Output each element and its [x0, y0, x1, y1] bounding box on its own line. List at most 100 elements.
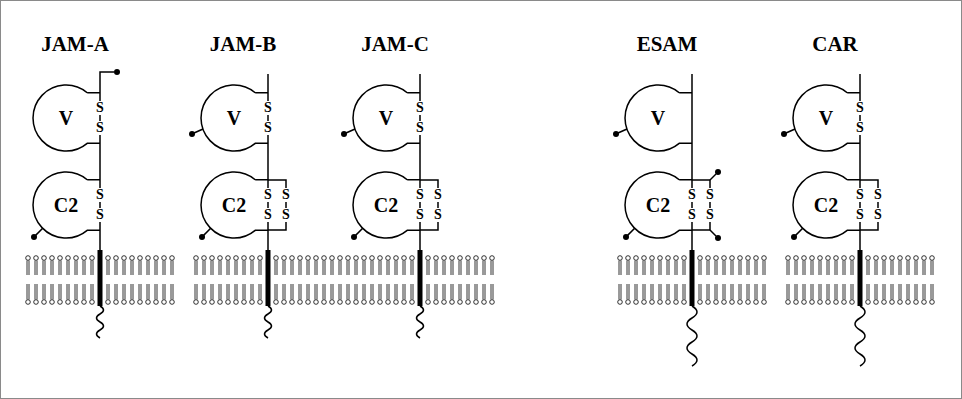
- disulfide-loop: [860, 180, 878, 230]
- domain-loop: [625, 170, 692, 240]
- membranes: [24, 255, 936, 305]
- glycan-dot: [715, 235, 721, 241]
- molecule-name: JAM-C: [361, 33, 429, 56]
- constant-domain: C2: [199, 170, 269, 240]
- transmembrane-segment: [418, 250, 423, 306]
- domain-label: C2: [646, 195, 670, 215]
- variable-domain: V: [199, 83, 269, 153]
- glycan-stem: [628, 228, 635, 235]
- glycan-dots: [31, 69, 797, 241]
- domain-label: V: [379, 108, 393, 128]
- stalk: [267, 240, 269, 250]
- lipid-leaflet: [272, 283, 344, 305]
- transmembrane-segment: [98, 250, 103, 306]
- cytoplasmic-tails: [97, 306, 866, 366]
- molecule-name: ESAM: [637, 33, 698, 56]
- domain-label: C2: [222, 195, 246, 215]
- lipid-leaflet: [24, 255, 96, 277]
- disulfide-loop: [420, 180, 438, 230]
- domain-loop: [793, 170, 860, 240]
- constant-domain: C2: [791, 170, 861, 240]
- variable-domain: V: [791, 83, 861, 153]
- glycan-dot: [613, 131, 619, 137]
- domain-loop: [353, 83, 420, 153]
- lipid-leaflet: [344, 283, 416, 305]
- lipid-leaflet: [784, 255, 856, 277]
- stalk: [99, 240, 101, 250]
- cytoplasmic-tail: [417, 306, 424, 338]
- disulfide-loop: [692, 180, 710, 230]
- lipid-leaflet: [864, 283, 936, 305]
- glycan-stem: [710, 230, 716, 236]
- sulfur-atom: S: [433, 208, 443, 222]
- domain-label: V: [819, 108, 833, 128]
- glycan-dot: [715, 169, 721, 175]
- sulfur-atom: S: [705, 208, 715, 222]
- sulfur-atom: S: [873, 208, 883, 222]
- domain-label: V: [227, 108, 241, 128]
- domain-loop: [33, 83, 100, 153]
- glycan-stem: [618, 129, 627, 133]
- backbone-segment: [691, 153, 693, 170]
- domain-loop: [201, 170, 268, 240]
- lipid-leaflet: [192, 255, 264, 277]
- variable-domain: V: [351, 83, 421, 153]
- backbone-segment: [267, 153, 269, 170]
- lipid-leaflet: [344, 255, 416, 277]
- molecule-name: CAR: [812, 33, 858, 56]
- glycan-dot: [189, 131, 195, 137]
- domain-loop: [793, 83, 860, 153]
- lipid-leaflet: [104, 283, 176, 305]
- glycan-dot: [351, 234, 357, 240]
- lipid-leaflet: [864, 255, 936, 277]
- sulfur-atom: S: [433, 188, 443, 202]
- lipid-leaflet: [696, 283, 768, 305]
- stalk: [859, 240, 861, 250]
- n-terminus: [859, 74, 861, 83]
- molecule-name: JAM-A: [41, 33, 109, 56]
- disulfide-loop: [268, 180, 286, 230]
- glycan-stem: [786, 129, 795, 133]
- domain-label: V: [59, 108, 73, 128]
- variable-domain: V: [623, 83, 693, 153]
- glycan-stem: [194, 129, 203, 133]
- domain-loop: [33, 170, 100, 240]
- glycan-stem: [710, 174, 716, 180]
- lipid-leaflet: [424, 283, 496, 305]
- glycan-stem: [356, 228, 363, 235]
- lipid-leaflet: [616, 283, 688, 305]
- lipid-leaflet: [24, 283, 96, 305]
- glycan-stem: [204, 228, 211, 235]
- lipid-leaflet: [784, 283, 856, 305]
- glycan-stem: [346, 129, 355, 133]
- cytoplasmic-tail: [855, 306, 865, 366]
- domain-label: V: [651, 108, 665, 128]
- cytoplasmic-tail: [97, 306, 104, 338]
- variable-domain: V: [31, 83, 101, 153]
- backbone-segment: [99, 153, 101, 170]
- domain-label: C2: [814, 195, 838, 215]
- backbone-segment: [859, 153, 861, 170]
- constant-domain: C2: [31, 170, 101, 240]
- glycan-dot: [623, 234, 629, 240]
- transmembrane-segments: [98, 250, 863, 306]
- sulfur-atom: S: [873, 188, 883, 202]
- cytoplasmic-tail: [687, 306, 697, 366]
- n-terminus: [691, 74, 693, 83]
- sulfur-atom: S: [705, 188, 715, 202]
- molecule-name: JAM-B: [210, 33, 277, 56]
- domain-label: C2: [54, 195, 78, 215]
- glycan-dot: [781, 131, 787, 137]
- domain-loop: [353, 170, 420, 240]
- n-terminus: [419, 74, 421, 83]
- transmembrane-segment: [266, 250, 271, 306]
- stalk: [691, 240, 693, 250]
- transmembrane-segment: [690, 250, 695, 306]
- sulfur-atom: S: [281, 208, 291, 222]
- constant-domain: C2: [351, 170, 421, 240]
- n-terminus: [267, 74, 269, 83]
- constant-domain: C2: [623, 170, 693, 240]
- glycan-stem: [36, 228, 43, 235]
